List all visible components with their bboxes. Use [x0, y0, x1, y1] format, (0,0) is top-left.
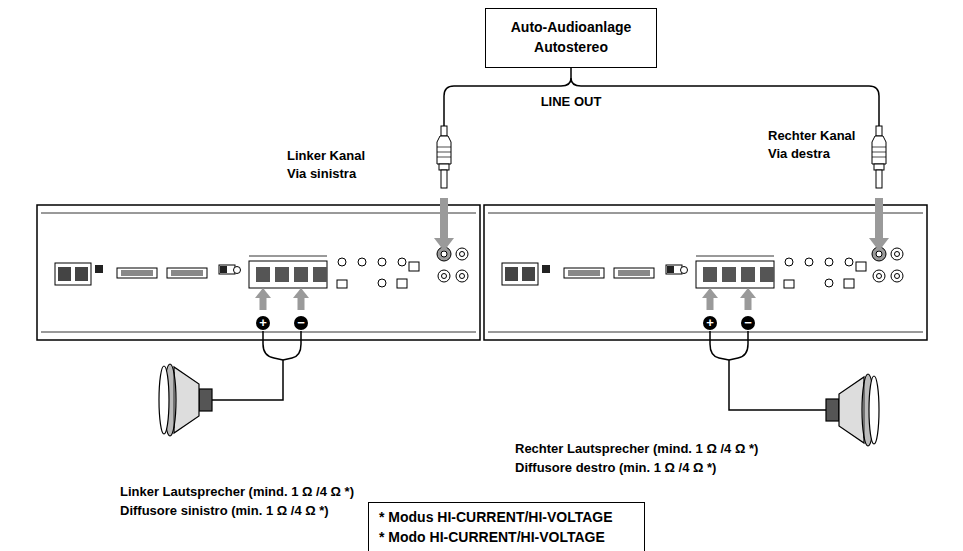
rca-plug: [869, 126, 889, 251]
insert-arrow: [293, 288, 309, 310]
polarity-symbol: +: [703, 316, 717, 330]
box-text: Autostereo: [486, 37, 656, 57]
channel-label: Via sinistra: [287, 165, 356, 183]
speaker-label: Rechter Lautsprecher (mind. 1 Ω /4 Ω *): [515, 440, 758, 458]
speaker-wire: [212, 331, 826, 410]
signal-cable: [571, 78, 879, 127]
box-text: * Modo HI-CURRENT/HI-VOLTAGE: [369, 527, 644, 547]
speaker: [159, 364, 212, 436]
polarity-symbol: +: [256, 316, 270, 330]
speaker-label: Linker Lautsprecher (mind. 1 Ω /4 Ω *): [120, 483, 354, 501]
amplifier: [484, 205, 927, 340]
speaker: [826, 374, 879, 446]
signal-name: LINE OUT: [541, 93, 602, 111]
channel-label: Rechter Kanal: [768, 127, 855, 145]
speaker-label: Diffusore destro (min. 1 Ω /4 Ω *): [515, 459, 716, 477]
polarity-symbol: −: [741, 316, 755, 330]
channel-label: Linker Kanal: [287, 147, 365, 165]
insert-arrow: [255, 288, 271, 310]
rca-jacks: [437, 247, 903, 282]
insert-arrow: [740, 288, 756, 310]
polarity-symbol: −: [294, 316, 308, 330]
box-text: Auto-Audioanlage: [486, 17, 656, 37]
stereo-box: Auto-AudioanlageAutostereo: [485, 8, 657, 68]
insert-arrow: [702, 288, 718, 310]
box-text: * Modus HI-CURRENT/HI-VOLTAGE: [369, 507, 644, 527]
channel-label: Via destra: [768, 145, 830, 163]
footnote-box: * Modus HI-CURRENT/HI-VOLTAGE* Modo HI-C…: [368, 502, 645, 551]
amplifier: [37, 205, 480, 340]
rca-plug: [434, 126, 454, 251]
speaker-label: Diffusore sinistro (min. 1 Ω /4 Ω *): [120, 502, 329, 520]
